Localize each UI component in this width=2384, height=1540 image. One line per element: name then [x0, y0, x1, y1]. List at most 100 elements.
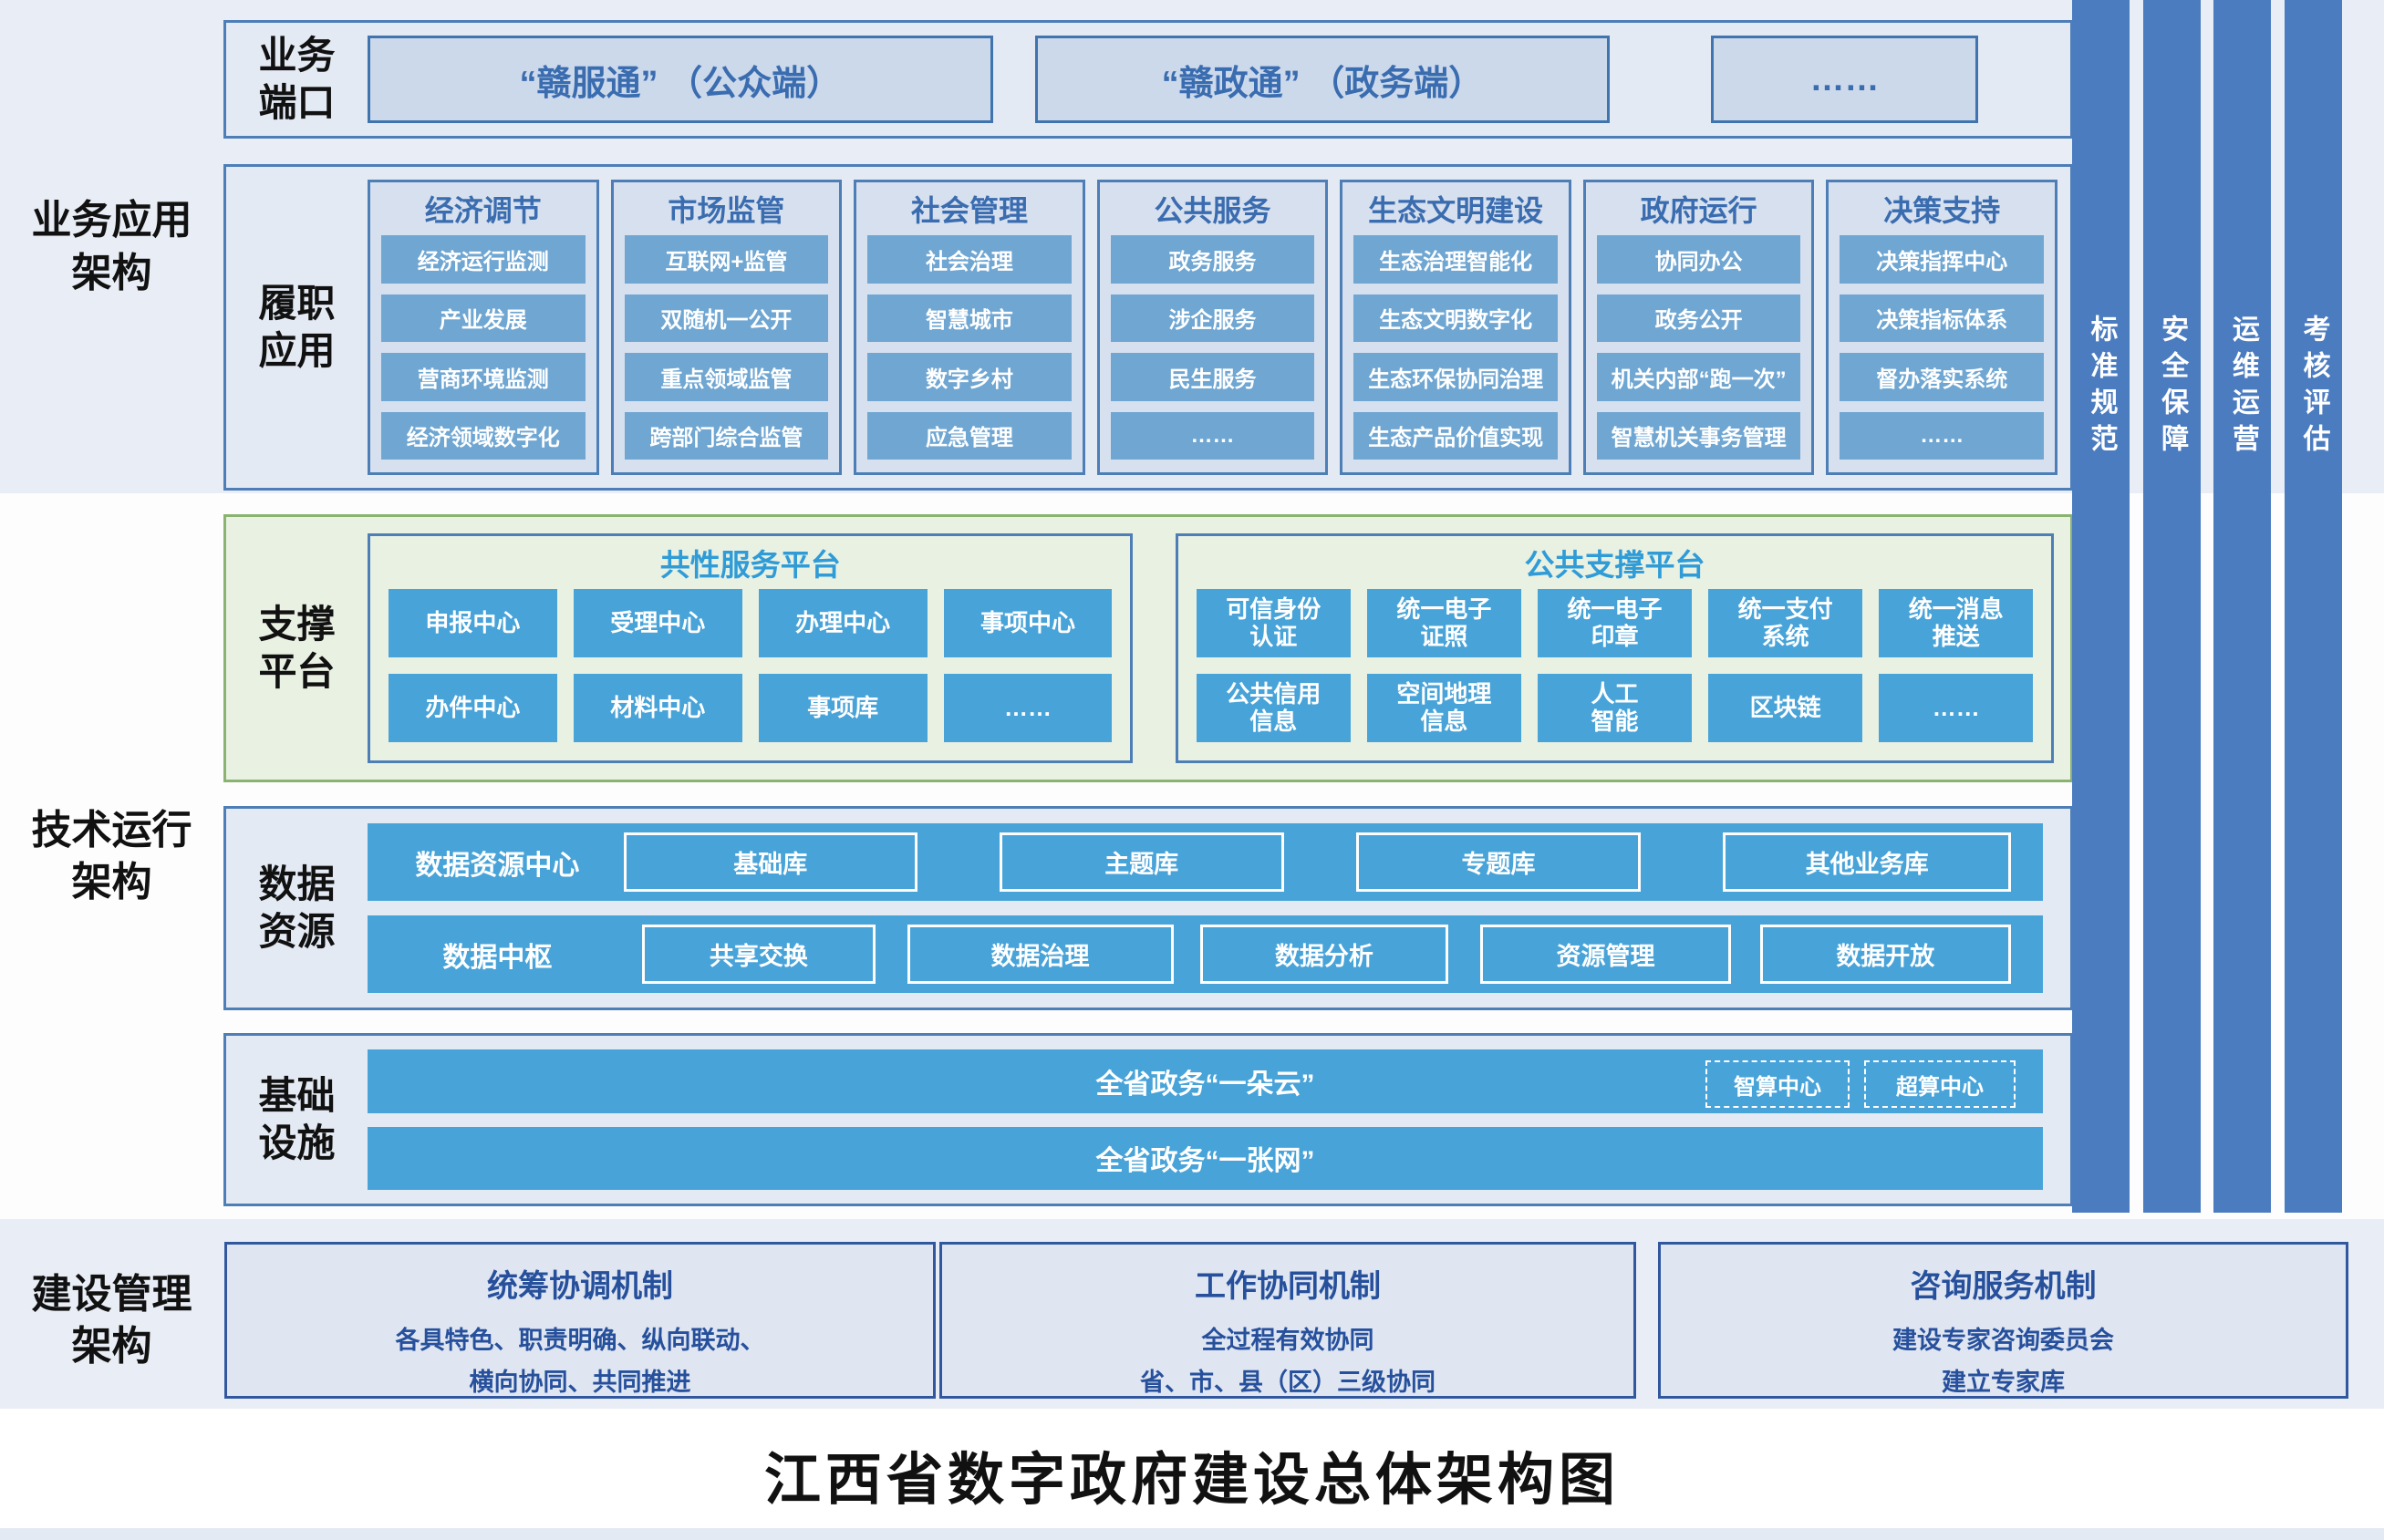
side-label-construction-management-architecture: 建设管理 架构	[31, 1271, 192, 1369]
data-box: 数据开放	[1759, 925, 2012, 984]
duty-column-decision-support: 决策支持 决策指挥中心 决策指标体系 督办落实系统 ……	[1826, 180, 2058, 475]
data-box: 资源管理	[1479, 925, 1732, 984]
pillar-security-label: 安全保障	[2157, 315, 2188, 460]
platform-item: 统一电子 印章	[1537, 589, 1693, 657]
support-platforms-label: 支撑 平台	[258, 602, 336, 694]
platform-item: 办件中心	[389, 674, 557, 742]
data-box: 基础库	[624, 832, 917, 892]
gov-box-consulting-service-mechanism: 咨询服务机制 建设专家咨询委员会 建立专家库	[1658, 1242, 2348, 1399]
duty-column-title: 公共服务	[1154, 194, 1271, 227]
public-support-platform: 公共支撑平台 可信身份 认证 统一电子 证照 统一电子 印章 统一支付 系统 统…	[1175, 533, 2055, 763]
platform-item: 办理中心	[758, 589, 928, 657]
duty-columns: 经济调节 经济运行监测 产业发展 营商环境监测 经济领域数字化 市场监管 互联网…	[368, 167, 2070, 488]
common-service-platform-title: 共性服务平台	[659, 548, 841, 582]
pillar-standards: 标准规范	[2072, 0, 2130, 1213]
platform-item: 可信身份 认证	[1196, 589, 1351, 657]
pillar-operations: 运维运营	[2213, 0, 2272, 1213]
gov-box-title: 统筹协调机制	[487, 1269, 673, 1304]
section-business-ports: 业务 端口 “赣服通” （公众端） “赣政通” （政务端） ……	[223, 20, 2073, 139]
gov-box-body: 建设专家咨询委员会 建立专家库	[1892, 1327, 2114, 1396]
duty-column-ecological-civilization: 生态文明建设 生态治理智能化 生态文明数字化 生态环保协同治理 生态产品价值实现	[1340, 180, 1571, 475]
duty-column-title: 经济调节	[424, 194, 542, 227]
pillar-assessment: 考核评估	[2284, 0, 2342, 1213]
province-cloud-text: 全省政务“一朵云”	[1095, 1069, 1315, 1100]
data-hub-bar: 数据中枢 共享交换 数据治理 数据分析 资源管理 数据开放	[368, 915, 2043, 993]
duty-item: 跨部门综合监管	[624, 411, 829, 460]
pillar-security: 安全保障	[2142, 0, 2201, 1213]
section-duty-applications: 履职 应用 经济调节 经济运行监测 产业发展 营商环境监测 经济领域数字化 市场…	[223, 164, 2073, 491]
province-network-text: 全省政务“一张网”	[1095, 1146, 1315, 1177]
duty-item: 生态文明数字化	[1353, 294, 1558, 342]
duty-item: ……	[1840, 411, 2045, 460]
pillar-operations-label: 运维运营	[2227, 315, 2258, 460]
duty-item: 社会治理	[867, 235, 1072, 284]
duty-item: 生态环保协同治理	[1353, 353, 1558, 401]
intelligent-computing-center-box: 智算中心	[1705, 1060, 1850, 1108]
data-resources-label: 数据 资源	[258, 862, 336, 954]
platform-item: 统一消息 推送	[1879, 589, 2034, 657]
platform-item: ……	[1879, 674, 2034, 742]
duty-item: 政务公开	[1596, 294, 1801, 342]
duty-column-title: 政府运行	[1640, 194, 1757, 227]
pillar-standards-label: 标准规范	[2086, 315, 2117, 460]
business-ports-label: 业务 端口	[258, 33, 336, 125]
platform-item: 统一电子 证照	[1366, 589, 1521, 657]
duty-item: ……	[1110, 411, 1315, 460]
province-network-bar: 全省政务“一张网”	[368, 1126, 2043, 1190]
duty-item: 重点领域监管	[624, 353, 829, 401]
duty-column-social-management: 社会管理 社会治理 智慧城市 数字乡村 应急管理	[854, 180, 1085, 475]
duty-item: 智慧城市	[867, 294, 1072, 342]
title-band-background	[0, 1409, 2384, 1540]
platform-item: 公共信用 信息	[1196, 674, 1351, 742]
duty-applications-label: 履职 应用	[258, 281, 336, 373]
infrastructure-label: 基础 设施	[258, 1073, 336, 1165]
data-box: 主题库	[999, 832, 1284, 892]
common-service-platform: 共性服务平台 申报中心 受理中心 办理中心 事项中心 办件中心 材料中心 事项库…	[368, 533, 1134, 763]
platform-item: 申报中心	[389, 589, 557, 657]
province-cloud-bar: 全省政务“一朵云” 智算中心 超算中心	[368, 1049, 2043, 1113]
duty-item: 数字乡村	[867, 353, 1072, 401]
duty-item: 政务服务	[1110, 235, 1315, 284]
data-box: 共享交换	[642, 925, 876, 984]
gov-box-body: 各具特色、职责明确、纵向联动、 横向协同、共同推进	[395, 1327, 765, 1396]
duty-column-market-supervision: 市场监管 互联网+监管 双随机一公开 重点领域监管 跨部门综合监管	[610, 180, 843, 475]
duty-item: 机关内部“跑一次”	[1596, 353, 1801, 401]
duty-column-government-operation: 政府运行 协同办公 政务公开 机关内部“跑一次” 智慧机关事务管理	[1582, 180, 1815, 475]
platform-item: 事项库	[758, 674, 928, 742]
platform-item: 区块链	[1708, 674, 1863, 742]
platform-item: 受理中心	[573, 589, 742, 657]
bottom-strip	[0, 1528, 2384, 1540]
duty-item: 智慧机关事务管理	[1596, 411, 1801, 460]
gov-box-body: 全过程有效协同 省、市、县（区）三级协同	[1140, 1327, 1436, 1396]
data-hub-label: 数据中枢	[442, 942, 553, 973]
duty-item: 生态产品价值实现	[1353, 411, 1558, 460]
duty-column-public-service: 公共服务 政务服务 涉企服务 民生服务 ……	[1096, 180, 1329, 475]
duty-item: 产业发展	[381, 294, 586, 342]
data-resource-center-bar: 数据资源中心 基础库 主题库 专题库 其他业务库	[368, 823, 2043, 901]
data-box: 数据分析	[1199, 925, 1448, 984]
port-ganzhengtong-government: “赣政通” （政务端）	[1034, 36, 1610, 123]
platform-item: 空间地理 信息	[1366, 674, 1521, 742]
duty-item: 民生服务	[1110, 353, 1315, 401]
platform-item: 事项中心	[943, 589, 1113, 657]
duty-item: 营商环境监测	[381, 353, 586, 401]
side-label-technical-operation-architecture: 技术运行 架构	[31, 807, 192, 904]
duty-item: 生态治理智能化	[1353, 235, 1558, 284]
duty-item: 督办落实系统	[1840, 353, 2045, 401]
gov-box-title: 咨询服务机制	[1910, 1269, 2097, 1304]
data-box: 专题库	[1355, 832, 1642, 892]
platform-item: 统一支付 系统	[1708, 589, 1863, 657]
duty-column-title: 市场监管	[668, 194, 785, 227]
public-support-platform-title: 公共支撑平台	[1524, 548, 1705, 582]
duty-item: 经济领域数字化	[381, 411, 586, 460]
duty-item: 决策指挥中心	[1840, 235, 2045, 284]
duty-column-title: 决策支持	[1883, 194, 2001, 227]
business-ports-content: “赣服通” （公众端） “赣政通” （政务端） ……	[368, 23, 2057, 136]
platform-item: ……	[943, 674, 1113, 742]
platform-item: 材料中心	[573, 674, 742, 742]
platform-item: 人工 智能	[1537, 674, 1693, 742]
port-ganfutong-public: “赣服通” （公众端）	[368, 36, 993, 123]
data-box: 数据治理	[907, 925, 1174, 984]
duty-item: 决策指标体系	[1840, 294, 2045, 342]
